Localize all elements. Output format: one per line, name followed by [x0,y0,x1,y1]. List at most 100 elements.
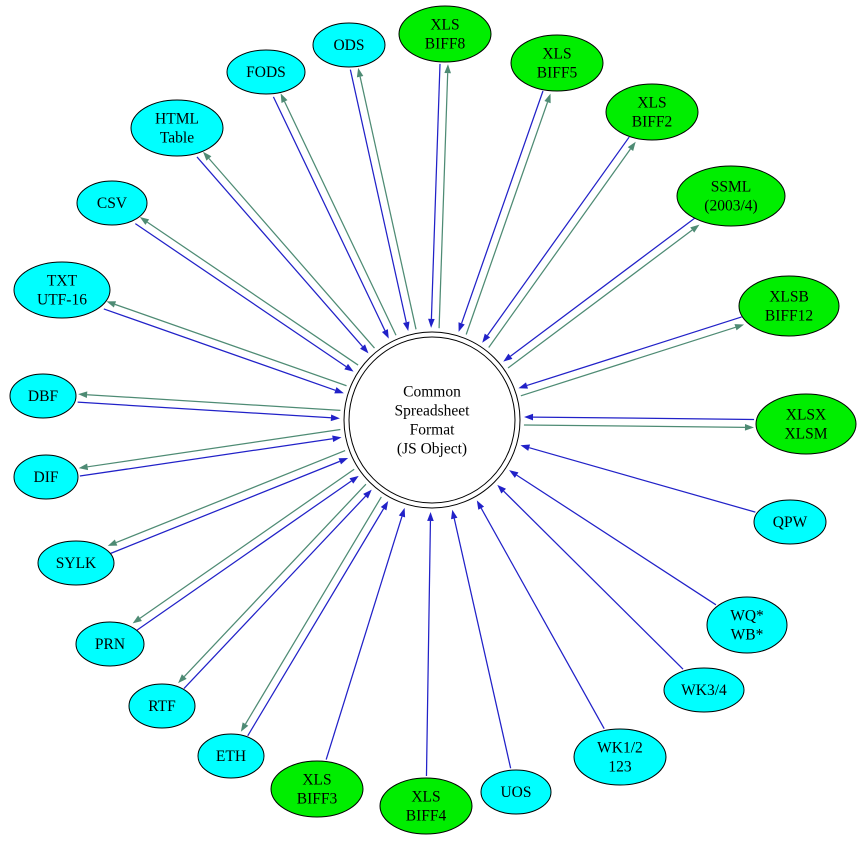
node-dif [13,454,79,500]
node-wq-wb [706,596,788,654]
edge-read-wk34-arrowhead [497,484,507,494]
edge-write-csv [146,221,359,366]
edge-write-dbf [87,394,341,411]
edge-read-rtf [183,495,367,690]
node-ods [312,22,386,68]
edge-write-prn [139,468,355,619]
edge-read-sylk-arrowhead [338,458,349,465]
node-label-prn: PRN [95,636,125,653]
edge-write-txt-utf16 [114,303,347,387]
edge-write-xlsb [520,326,736,397]
edge-read-xls-biff2-arrowhead [482,333,491,343]
node-wk12-123 [573,728,667,786]
node-eth [197,733,265,779]
edge-read-rtf-arrowhead [363,489,372,499]
node-ssml [676,165,786,227]
node-label-ssml: SSML(2003/4) [704,179,757,215]
edge-write-sylk [115,450,346,544]
edge-read-wq-wb-arrowhead [509,470,519,478]
edge-read-xls-biff3-arrowhead [398,507,406,518]
edge-write-dbf-arrowhead [78,391,88,399]
edge-write-prn-arrowhead [132,615,142,624]
edge-write-xls-biff8-arrowhead [444,64,451,74]
edge-read-ssml [510,217,696,357]
node-xls-biff5 [510,34,604,92]
edge-write-ssml-arrowhead [690,224,700,233]
node-label-wk34: WK3/4 [681,682,727,699]
edge-write-ods [359,76,417,330]
node-html-table [130,99,224,157]
edge-read-xlsb-arrowhead [518,382,529,389]
edge-read-xlsx-arrowhead [524,413,534,421]
edge-write-csv-arrowhead [139,217,150,225]
edge-write-rtf [183,483,367,677]
edge-write-sylk-arrowhead [107,539,118,546]
edge-write-html-table-arrowhead [203,151,212,161]
edge-read-wk34 [503,490,684,670]
node-label-csv: CSV [97,195,128,212]
edge-read-uos [453,518,512,769]
edge-write-fods-arrowhead [280,93,288,103]
edge-read-eth-arrowhead [380,501,389,511]
edge-read-xlsb [526,316,742,387]
edge-read-qpw-arrowhead [520,444,531,451]
edge-write-html-table [208,158,375,349]
edge-write-xls-biff2-arrowhead [627,141,636,151]
edge-read-html-table [196,156,364,347]
edge-read-fods-arrowhead [381,329,389,339]
node-xls-biff4 [379,777,473,835]
edge-write-dif [87,428,341,468]
edge-read-wq-wb [516,474,717,606]
edge-write-rtf-arrowhead [178,674,187,684]
node-xlsx [755,393,857,455]
edge-read-dbf-arrowhead [330,414,340,422]
node-label-sylk: SYLK [56,555,97,572]
node-xls-biff2 [605,83,699,141]
node-prn [75,621,145,667]
edge-read-ods [349,69,407,323]
node-label-dbf: DBF [28,388,59,405]
edges-layer [77,63,756,777]
node-label-qpw: QPW [773,514,808,531]
node-uos [480,769,552,815]
center-node-outer-circle [343,331,521,509]
edge-write-xls-biff8 [438,73,449,329]
edge-write-ssml [507,229,693,369]
node-qpw [753,499,827,545]
edge-read-wk12-123-arrowhead [476,500,485,510]
node-xls-biff8 [398,5,492,63]
edge-read-xls-biff8-arrowhead [428,318,435,328]
edge-write-dif-arrowhead [78,463,89,471]
edge-write-txt-utf16-arrowhead [106,301,117,308]
node-sylk [37,540,115,586]
node-label-wq-wb: WQ*WB* [730,608,764,644]
edge-read-dif-arrowhead [332,435,342,442]
edge-read-dbf [77,401,331,419]
edge-read-sylk [110,460,341,554]
edge-read-xls-biff5-arrowhead [458,322,465,332]
edge-read-csv [134,223,347,368]
edge-read-prn [136,480,352,631]
node-label-dif: DIF [34,469,59,486]
node-label-uos: UOS [500,784,531,801]
center-node-inner-circle [348,336,516,504]
node-fods [226,49,306,95]
node-xls-biff3 [270,760,364,818]
edge-write-xlsx [523,424,745,428]
node-label-fods: FODS [246,64,286,81]
node-rtf [128,683,196,729]
edge-read-txt-utf16 [103,308,336,391]
edge-read-dif [79,438,333,477]
edge-read-xls-biff5 [461,90,544,324]
